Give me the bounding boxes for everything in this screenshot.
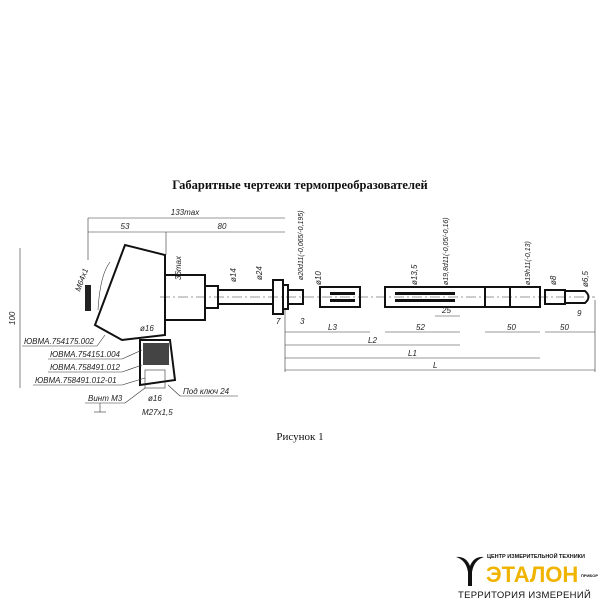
sensor-shaft bbox=[164, 274, 590, 321]
logo-emblem-icon bbox=[456, 556, 484, 586]
callout-part2: ЮВМА.754151.004 bbox=[50, 350, 121, 359]
dim-9: 9 bbox=[577, 309, 582, 318]
dim-m27: М27х1,5 bbox=[142, 408, 173, 417]
dim-d20: ø20d11(-0,065/-0,195) bbox=[298, 210, 305, 280]
dim-l3: L3 bbox=[328, 323, 337, 332]
logo-badge: ПРИБОР bbox=[581, 573, 598, 578]
dimension-labels: 133max 53 80 36max М64х1 100 ø14 ø24 ø20… bbox=[8, 208, 590, 417]
dim-d14: ø14 bbox=[229, 268, 238, 282]
dim-3: 3 bbox=[300, 317, 305, 326]
dim-d13-5: ø13,5 bbox=[410, 264, 419, 285]
dim-100: 100 bbox=[8, 311, 17, 325]
callout-part1: ЮВМА.754175.002 bbox=[24, 337, 95, 346]
part-callouts bbox=[22, 334, 238, 413]
dim-d19-8: ø19,8d11(-0,05/-0,16) bbox=[443, 217, 450, 285]
logo-tagline: ТЕРРИТОРИЯ ИЗМЕРЕНИЙ bbox=[458, 589, 591, 600]
dim-7: 7 bbox=[276, 317, 281, 326]
dim-53: 53 bbox=[121, 222, 130, 231]
dim-l1: L1 bbox=[408, 349, 417, 358]
etalon-logo: ЦЕНТР ИЗМЕРИТЕЛЬНОЙ ТЕХНИКИ ЭТАЛОН ПРИБО… bbox=[456, 552, 598, 600]
figure-caption: Рисунок 1 bbox=[276, 431, 323, 443]
callout-wrench: Под ключ 24 bbox=[183, 387, 230, 396]
drawing-title: Габаритные чертежи термопреобразователей bbox=[172, 178, 427, 192]
dim-80: 80 bbox=[218, 222, 227, 231]
dim-d10: ø10 bbox=[314, 271, 323, 285]
callout-part3: ЮВМА.758491.012 bbox=[50, 363, 121, 372]
dim-36max: 36max bbox=[174, 255, 183, 280]
dim-d8: ø8 bbox=[549, 275, 558, 285]
logo-top-text: ЦЕНТР ИЗМЕРИТЕЛЬНОЙ ТЕХНИКИ bbox=[487, 552, 585, 560]
dimension-lines bbox=[19, 217, 596, 388]
logo-name: ЭТАЛОН bbox=[486, 562, 578, 587]
dim-50b: 50 bbox=[560, 323, 569, 332]
connection-head bbox=[85, 243, 177, 389]
callout-part4: ЮВМА.758491.012-01 bbox=[35, 376, 117, 385]
dim-d16-bottom: ø16 bbox=[148, 394, 162, 403]
callout-screw: Винт М3 bbox=[88, 394, 123, 403]
dim-52: 52 bbox=[416, 323, 425, 332]
dim-25: 25 bbox=[441, 306, 451, 315]
dim-d19: ø19h11(-0,13) bbox=[525, 241, 532, 285]
dim-d16-top: ø16 bbox=[140, 324, 154, 333]
dim-133max: 133max bbox=[171, 208, 200, 217]
dim-50a: 50 bbox=[507, 323, 516, 332]
dim-d24: ø24 bbox=[255, 266, 264, 280]
dim-l: L bbox=[433, 361, 437, 370]
dim-l2: L2 bbox=[368, 336, 377, 345]
dim-d6-5: ø6,5 bbox=[581, 270, 590, 287]
